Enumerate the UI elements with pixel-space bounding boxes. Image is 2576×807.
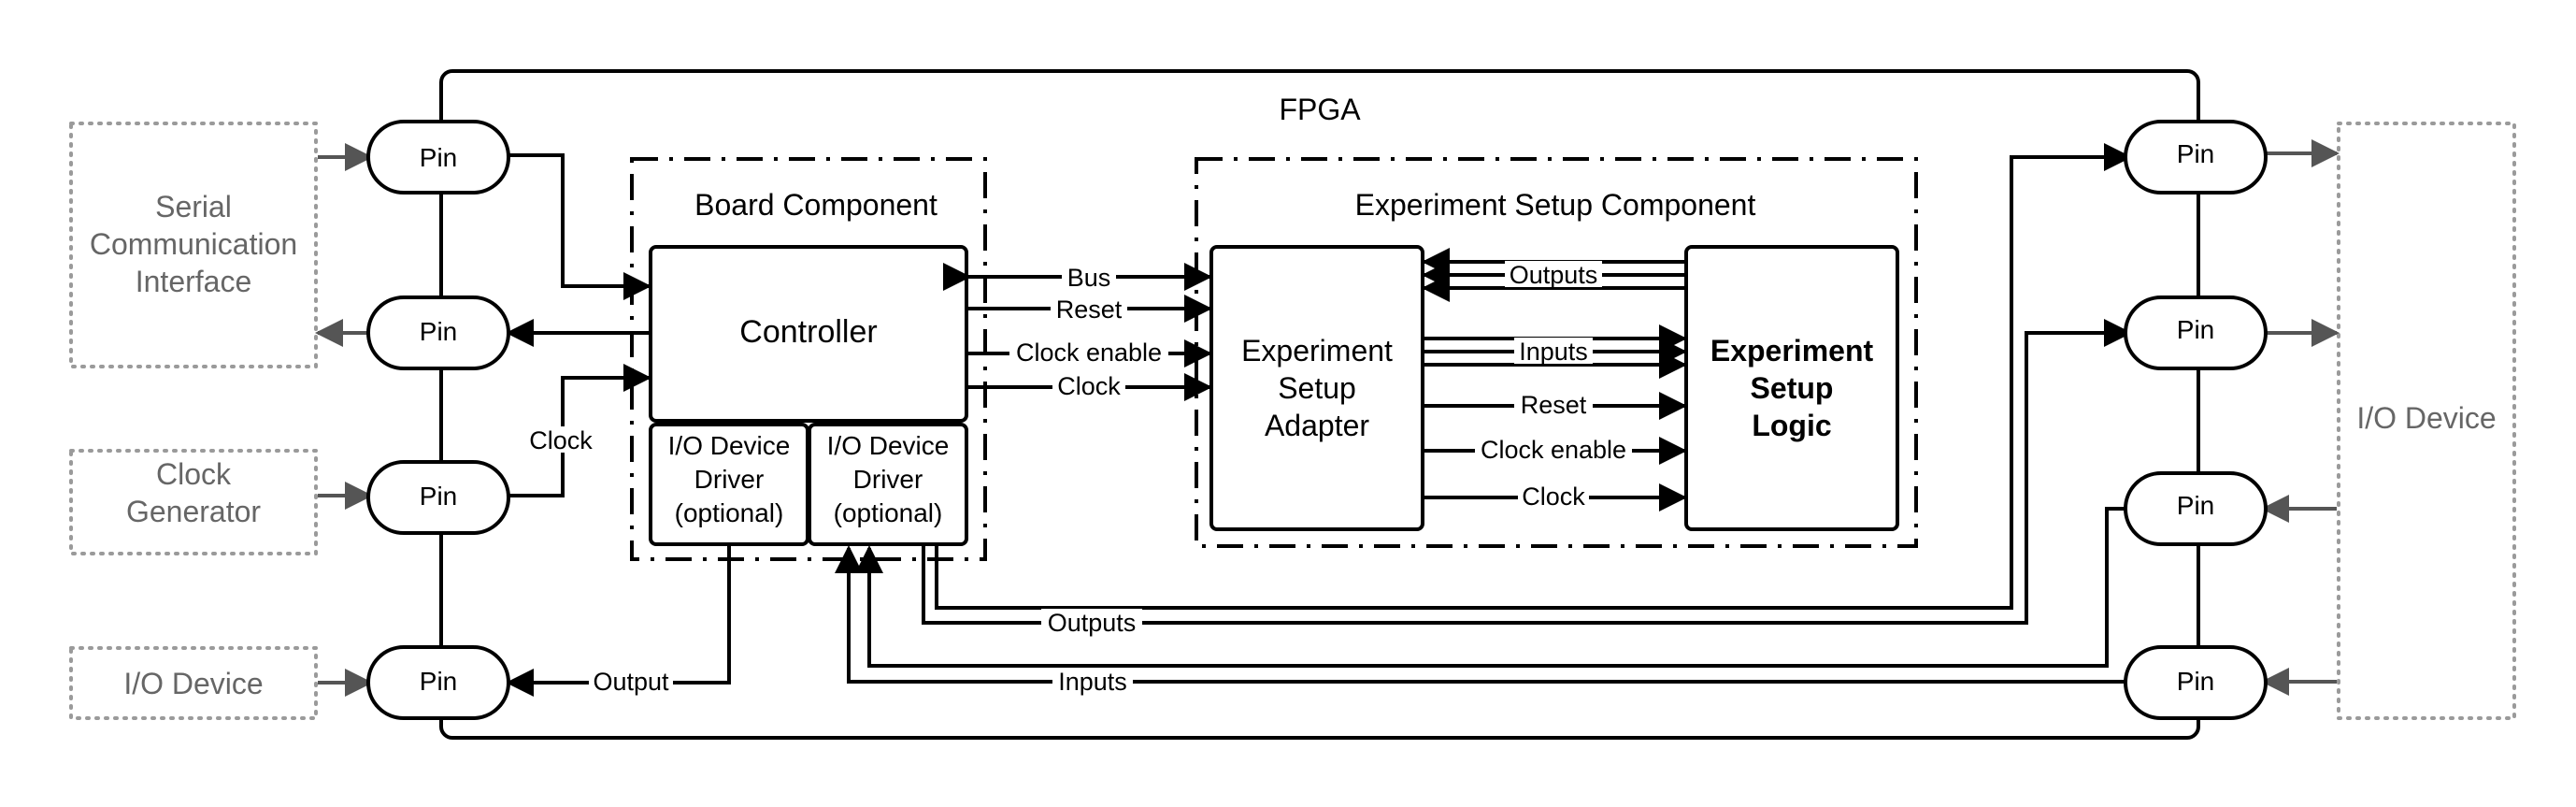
serial-label-2: Communication <box>90 227 297 261</box>
signal-labels: Bus Reset Clock enable Clock Outputs Inp… <box>523 261 1632 696</box>
board-component-title: Board Component <box>694 188 937 222</box>
clock-generator-label-2: Generator <box>126 495 261 528</box>
experiment-setup-component-title: Experiment Setup Component <box>1355 188 1756 222</box>
pin-label: Pin <box>420 143 457 172</box>
clock-generator: Clock Generator <box>69 449 318 555</box>
logic-label-2: Setup <box>1751 371 1834 405</box>
adapter-label-2: Setup <box>1278 371 1356 405</box>
driver2-label-3: (optional) <box>834 498 943 527</box>
board-component-boundary <box>630 157 987 561</box>
experiment-setup-logic: Experiment Setup Logic <box>1684 245 1899 531</box>
logic-clock-enable-label: Clock enable <box>1481 436 1626 464</box>
driver-outputs-label: Outputs <box>1048 609 1137 637</box>
pin-label: Pin <box>2177 491 2214 520</box>
signal-bus-label: Bus <box>1067 264 1111 292</box>
serial-communication-interface: Serial Communication Interface <box>69 122 318 368</box>
pin-right-1: Pin <box>2124 120 2268 195</box>
signal-clock-label: Clock <box>1057 372 1121 400</box>
pin-io-left: Pin <box>366 645 510 720</box>
io-device-left: I/O Device <box>69 646 318 720</box>
controller-label: Controller <box>739 314 877 350</box>
pin-serial-out: Pin <box>366 295 510 370</box>
logic-inputs-label: Inputs <box>1519 338 1588 366</box>
clock-generator-label-1: Clock <box>156 457 232 491</box>
logic-reset-label: Reset <box>1521 391 1587 419</box>
io-device-right: I/O Device <box>2337 122 2516 720</box>
logic-label-3: Logic <box>1752 409 1831 442</box>
io-device-driver-2: I/O Device Driver (optional) <box>808 423 968 546</box>
pin-label: Pin <box>2177 667 2214 696</box>
pin-clock: Pin <box>366 460 510 535</box>
pin-label: Pin <box>2177 315 2214 344</box>
io-device-right-label: I/O Device <box>2356 401 2496 435</box>
signal-reset-label: Reset <box>1056 295 1123 324</box>
adapter-label-3: Adapter <box>1265 409 1369 442</box>
logic-clock-label: Clock <box>1522 483 1585 511</box>
external-connections <box>315 139 2340 697</box>
fpga-label: FPGA <box>1279 93 1361 126</box>
driver1-label-2: Driver <box>694 465 765 494</box>
pin-label: Pin <box>420 482 457 511</box>
experiment-setup-adapter: Experiment Setup Adapter <box>1209 245 1424 531</box>
driver1-label-1: I/O Device <box>668 431 791 460</box>
driver-inputs-label: Inputs <box>1058 668 1127 696</box>
pin-right-2: Pin <box>2124 295 2268 370</box>
pin-label: Pin <box>420 317 457 346</box>
pin-right-3: Pin <box>2124 471 2268 546</box>
driver2-label-1: I/O Device <box>827 431 950 460</box>
logic-outputs-label: Outputs <box>1510 261 1598 289</box>
serial-label-3: Interface <box>136 265 252 298</box>
signal-clock-enable-label: Clock enable <box>1016 339 1162 367</box>
driver1-label-3: (optional) <box>675 498 784 527</box>
clock-pin-label: Clock <box>529 426 593 454</box>
pin-serial-in: Pin <box>366 120 510 195</box>
io-device-left-label: I/O Device <box>123 667 263 700</box>
pin-label: Pin <box>2177 139 2214 168</box>
pin-right-4: Pin <box>2124 645 2268 720</box>
io-device-driver-1: I/O Device Driver (optional) <box>649 423 809 546</box>
logic-label-1: Experiment <box>1710 334 1874 367</box>
adapter-label-1: Experiment <box>1241 334 1393 367</box>
pin-label: Pin <box>420 667 457 696</box>
driver-output-label: Output <box>593 668 669 696</box>
experiment-setup-component-boundary <box>1195 157 1918 548</box>
driver2-label-2: Driver <box>853 465 923 494</box>
serial-label-1: Serial <box>155 190 232 223</box>
